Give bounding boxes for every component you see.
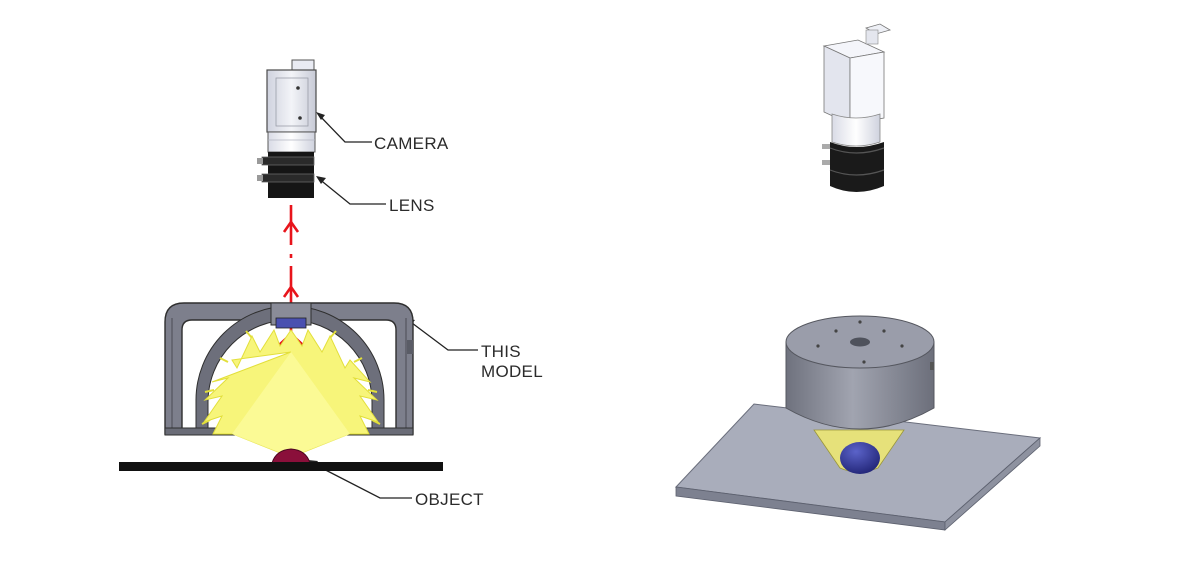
base-plate-section: [119, 462, 443, 471]
camera-icon: [266, 59, 317, 153]
dome-housing-3d-icon: [785, 315, 935, 430]
model-label-line1: THIS: [481, 342, 521, 361]
lens-callout-leader: [316, 176, 386, 205]
light-cone: [232, 352, 350, 452]
camera-callout-leader: [316, 112, 372, 143]
lens-label: LENS: [389, 196, 435, 215]
model-callout-leader: [405, 318, 478, 351]
model-label-line2: MODEL: [481, 362, 543, 381]
camera-label: CAMERA: [374, 134, 449, 153]
camera-3d-icon: [822, 23, 891, 192]
lens-icon: [257, 152, 315, 198]
object-3d-icon: [840, 442, 880, 474]
object-icon: [271, 448, 311, 464]
object-label: OBJECT: [415, 490, 484, 509]
base-plate-3d-side: [944, 437, 1041, 531]
